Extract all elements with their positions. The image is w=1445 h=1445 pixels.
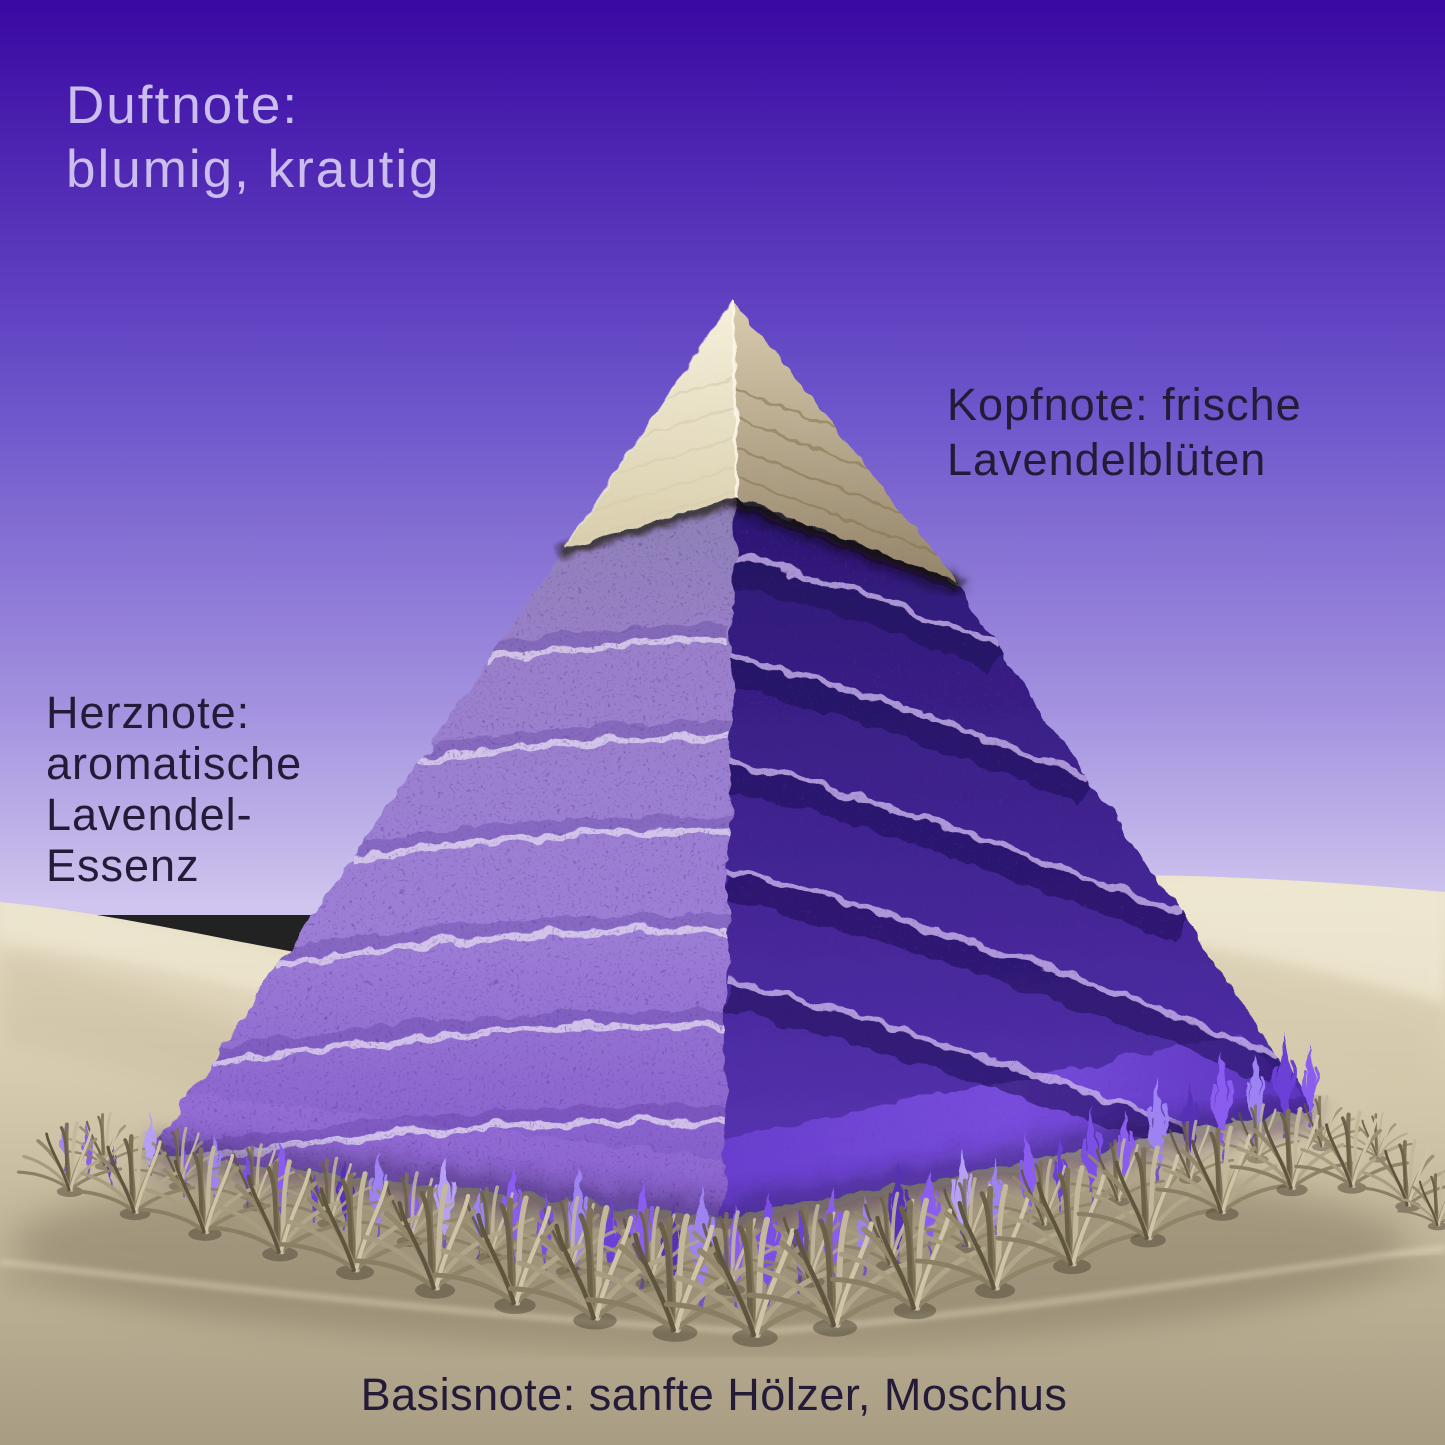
capstone-striations-left bbox=[569, 377, 738, 543]
pyramid-capstone bbox=[558, 299, 966, 597]
capstone-striations-right bbox=[734, 387, 937, 556]
capstone-shadow-right bbox=[733, 494, 966, 597]
heart-note-label: Herznote: aromatische Lavendel- Essenz bbox=[46, 687, 303, 891]
top-note-label: Kopfnote: frische Lavendelblüten bbox=[947, 379, 1302, 485]
scent-profile-label: Duftnote: blumig, krautig bbox=[66, 76, 441, 199]
base-note-label: Basisnote: sanfte Hölzer, Moschus bbox=[360, 1369, 1068, 1420]
capstone-front-edge-highlight bbox=[731, 299, 739, 498]
capstone-left-edge-highlight bbox=[564, 299, 734, 549]
